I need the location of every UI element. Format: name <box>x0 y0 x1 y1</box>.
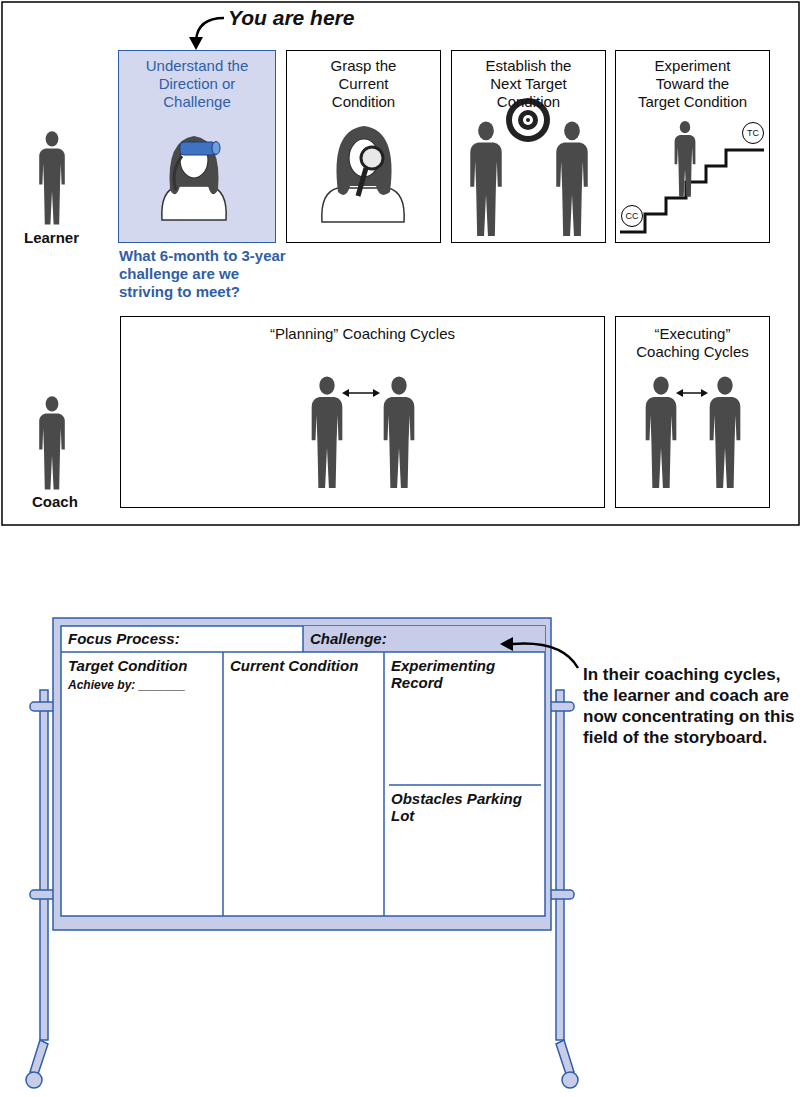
step-box: Grasp the Current Condition <box>286 50 441 243</box>
storyboard-field: Current Condition <box>223 652 384 916</box>
storyboard-stand <box>26 618 578 1088</box>
coach-pair <box>646 376 741 488</box>
step-box: Establish the Next Target Condition <box>451 50 606 243</box>
magnifier-woman <box>322 126 404 222</box>
callout-arrow <box>512 644 578 669</box>
node-text: Focus Process: <box>68 630 296 647</box>
coach-figure <box>39 396 65 489</box>
board-surface <box>61 626 545 916</box>
condition-circle: CC <box>621 205 643 227</box>
node-text: Experiment Toward the Target Condition <box>634 57 751 111</box>
storyboard-field: Experimenting Record <box>384 652 545 785</box>
arrow-head <box>500 637 513 651</box>
node-text: Experimenting Record <box>391 657 538 691</box>
storyboard-field: Obstacles Parking Lot <box>384 785 545 916</box>
node-text: “Executing” Coaching Cycles <box>624 325 761 361</box>
condition-tag: TC <box>747 129 759 138</box>
step-box: Understand the Direction or Challenge <box>118 50 276 243</box>
pointer-arrow <box>196 18 224 40</box>
coaching-box: “Planning” Coaching Cycles <box>120 316 605 508</box>
storyboard-field: Challenge: <box>303 626 545 652</box>
node-text: Obstacles Parking Lot <box>391 790 538 824</box>
node-text: Current Condition <box>230 657 377 674</box>
challenge-question: What 6-month to 3-year challenge are we … <box>119 247 291 301</box>
challenge-fill <box>303 626 545 652</box>
stair-scene <box>620 121 764 232</box>
storyboard-field: Target ConditionAchieve by: _______ <box>61 652 223 916</box>
binocular-woman <box>162 136 226 220</box>
step-box: Experiment Toward the Target ConditionTC… <box>615 50 770 243</box>
highlight-fill <box>118 50 276 243</box>
pointer-label: You are here <box>228 6 354 30</box>
learner-figure <box>39 131 65 224</box>
node-text: “Planning” Coaching Cycles <box>129 325 596 343</box>
node-text: Target Condition <box>68 657 216 674</box>
node-text: Grasp the Current Condition <box>305 57 422 111</box>
target-scene <box>470 98 587 236</box>
node-text: Establish the Next Target Condition <box>470 57 587 111</box>
callout-note: In their coaching cycles, the learner an… <box>583 664 795 748</box>
board-lines <box>61 626 545 916</box>
panel-border <box>2 2 799 525</box>
node-text: Achieve by: _______ <box>68 677 216 693</box>
node-text: Understand the Direction or Challenge <box>139 57 255 111</box>
condition-circle: TC <box>742 122 764 144</box>
coaching-box: “Executing” Coaching Cycles <box>615 316 770 508</box>
node-text: Challenge: <box>310 630 538 647</box>
arrow-head <box>189 37 203 50</box>
role-label: Learner <box>24 229 79 247</box>
role-label: Coach <box>32 493 78 511</box>
condition-tag: CC <box>626 212 639 221</box>
coach-pair <box>312 376 415 488</box>
storyboard-field: Focus Process: <box>61 626 303 652</box>
